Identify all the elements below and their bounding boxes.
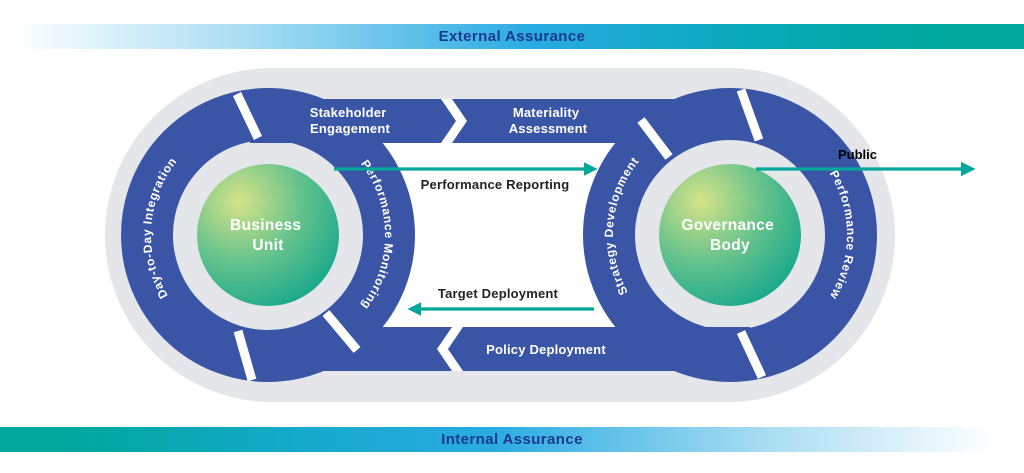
ring-segment-gap bbox=[232, 92, 263, 140]
ring-segment-gap bbox=[736, 88, 764, 142]
top-band-arrow-gap bbox=[441, 99, 467, 143]
governance-body-label-line2: Body bbox=[710, 237, 750, 254]
assessment-line: Assessment bbox=[509, 121, 588, 136]
ring-segment-gap bbox=[736, 330, 767, 379]
materiality-line: Materiality bbox=[513, 105, 580, 120]
policy-deployment-label: Policy Deployment bbox=[486, 342, 606, 357]
public-arrow bbox=[756, 161, 976, 177]
target-deployment-label: Target Deployment bbox=[438, 286, 559, 301]
performance-reporting-arrowhead bbox=[584, 162, 598, 176]
performance-reporting-arrow bbox=[334, 162, 598, 176]
ring-segment-gap bbox=[322, 310, 361, 353]
business-unit-label-line1: Business bbox=[230, 217, 301, 234]
external-assurance-banner: External Assurance bbox=[0, 24, 1024, 49]
target-deployment-arrowhead bbox=[407, 302, 421, 316]
public-arrowhead bbox=[961, 161, 976, 177]
ring-segment-gap bbox=[233, 329, 257, 382]
stakeholder-line: Stakeholder bbox=[310, 105, 387, 120]
performance-reporting-label: Performance Reporting bbox=[421, 177, 570, 192]
target-deployment-arrow bbox=[407, 302, 594, 316]
governance-body-label-line1: Governance bbox=[681, 217, 774, 234]
business-unit-circle bbox=[197, 164, 339, 306]
public-label: Public bbox=[838, 147, 877, 162]
business-unit-label-line2: Unit bbox=[252, 237, 283, 254]
external-assurance-label: External Assurance bbox=[438, 28, 586, 45]
internal-assurance-label: Internal Assurance bbox=[441, 431, 583, 448]
governance-body-ring bbox=[583, 88, 877, 382]
bottom-band-arrow-gap bbox=[437, 327, 463, 371]
business-unit-ring bbox=[121, 88, 415, 382]
internal-assurance-banner: Internal Assurance bbox=[0, 427, 1024, 452]
governance-body-label: Governance Body bbox=[681, 217, 778, 254]
stakeholder-engagement-label: Stakeholder Engagement bbox=[310, 105, 391, 136]
ring-segment-gap bbox=[637, 117, 673, 160]
engagement-line: Engagement bbox=[310, 121, 390, 136]
business-unit-label: Business Unit bbox=[230, 217, 306, 254]
governance-body-circle bbox=[659, 164, 801, 306]
materiality-assessment-label: Materiality Assessment bbox=[509, 105, 588, 136]
